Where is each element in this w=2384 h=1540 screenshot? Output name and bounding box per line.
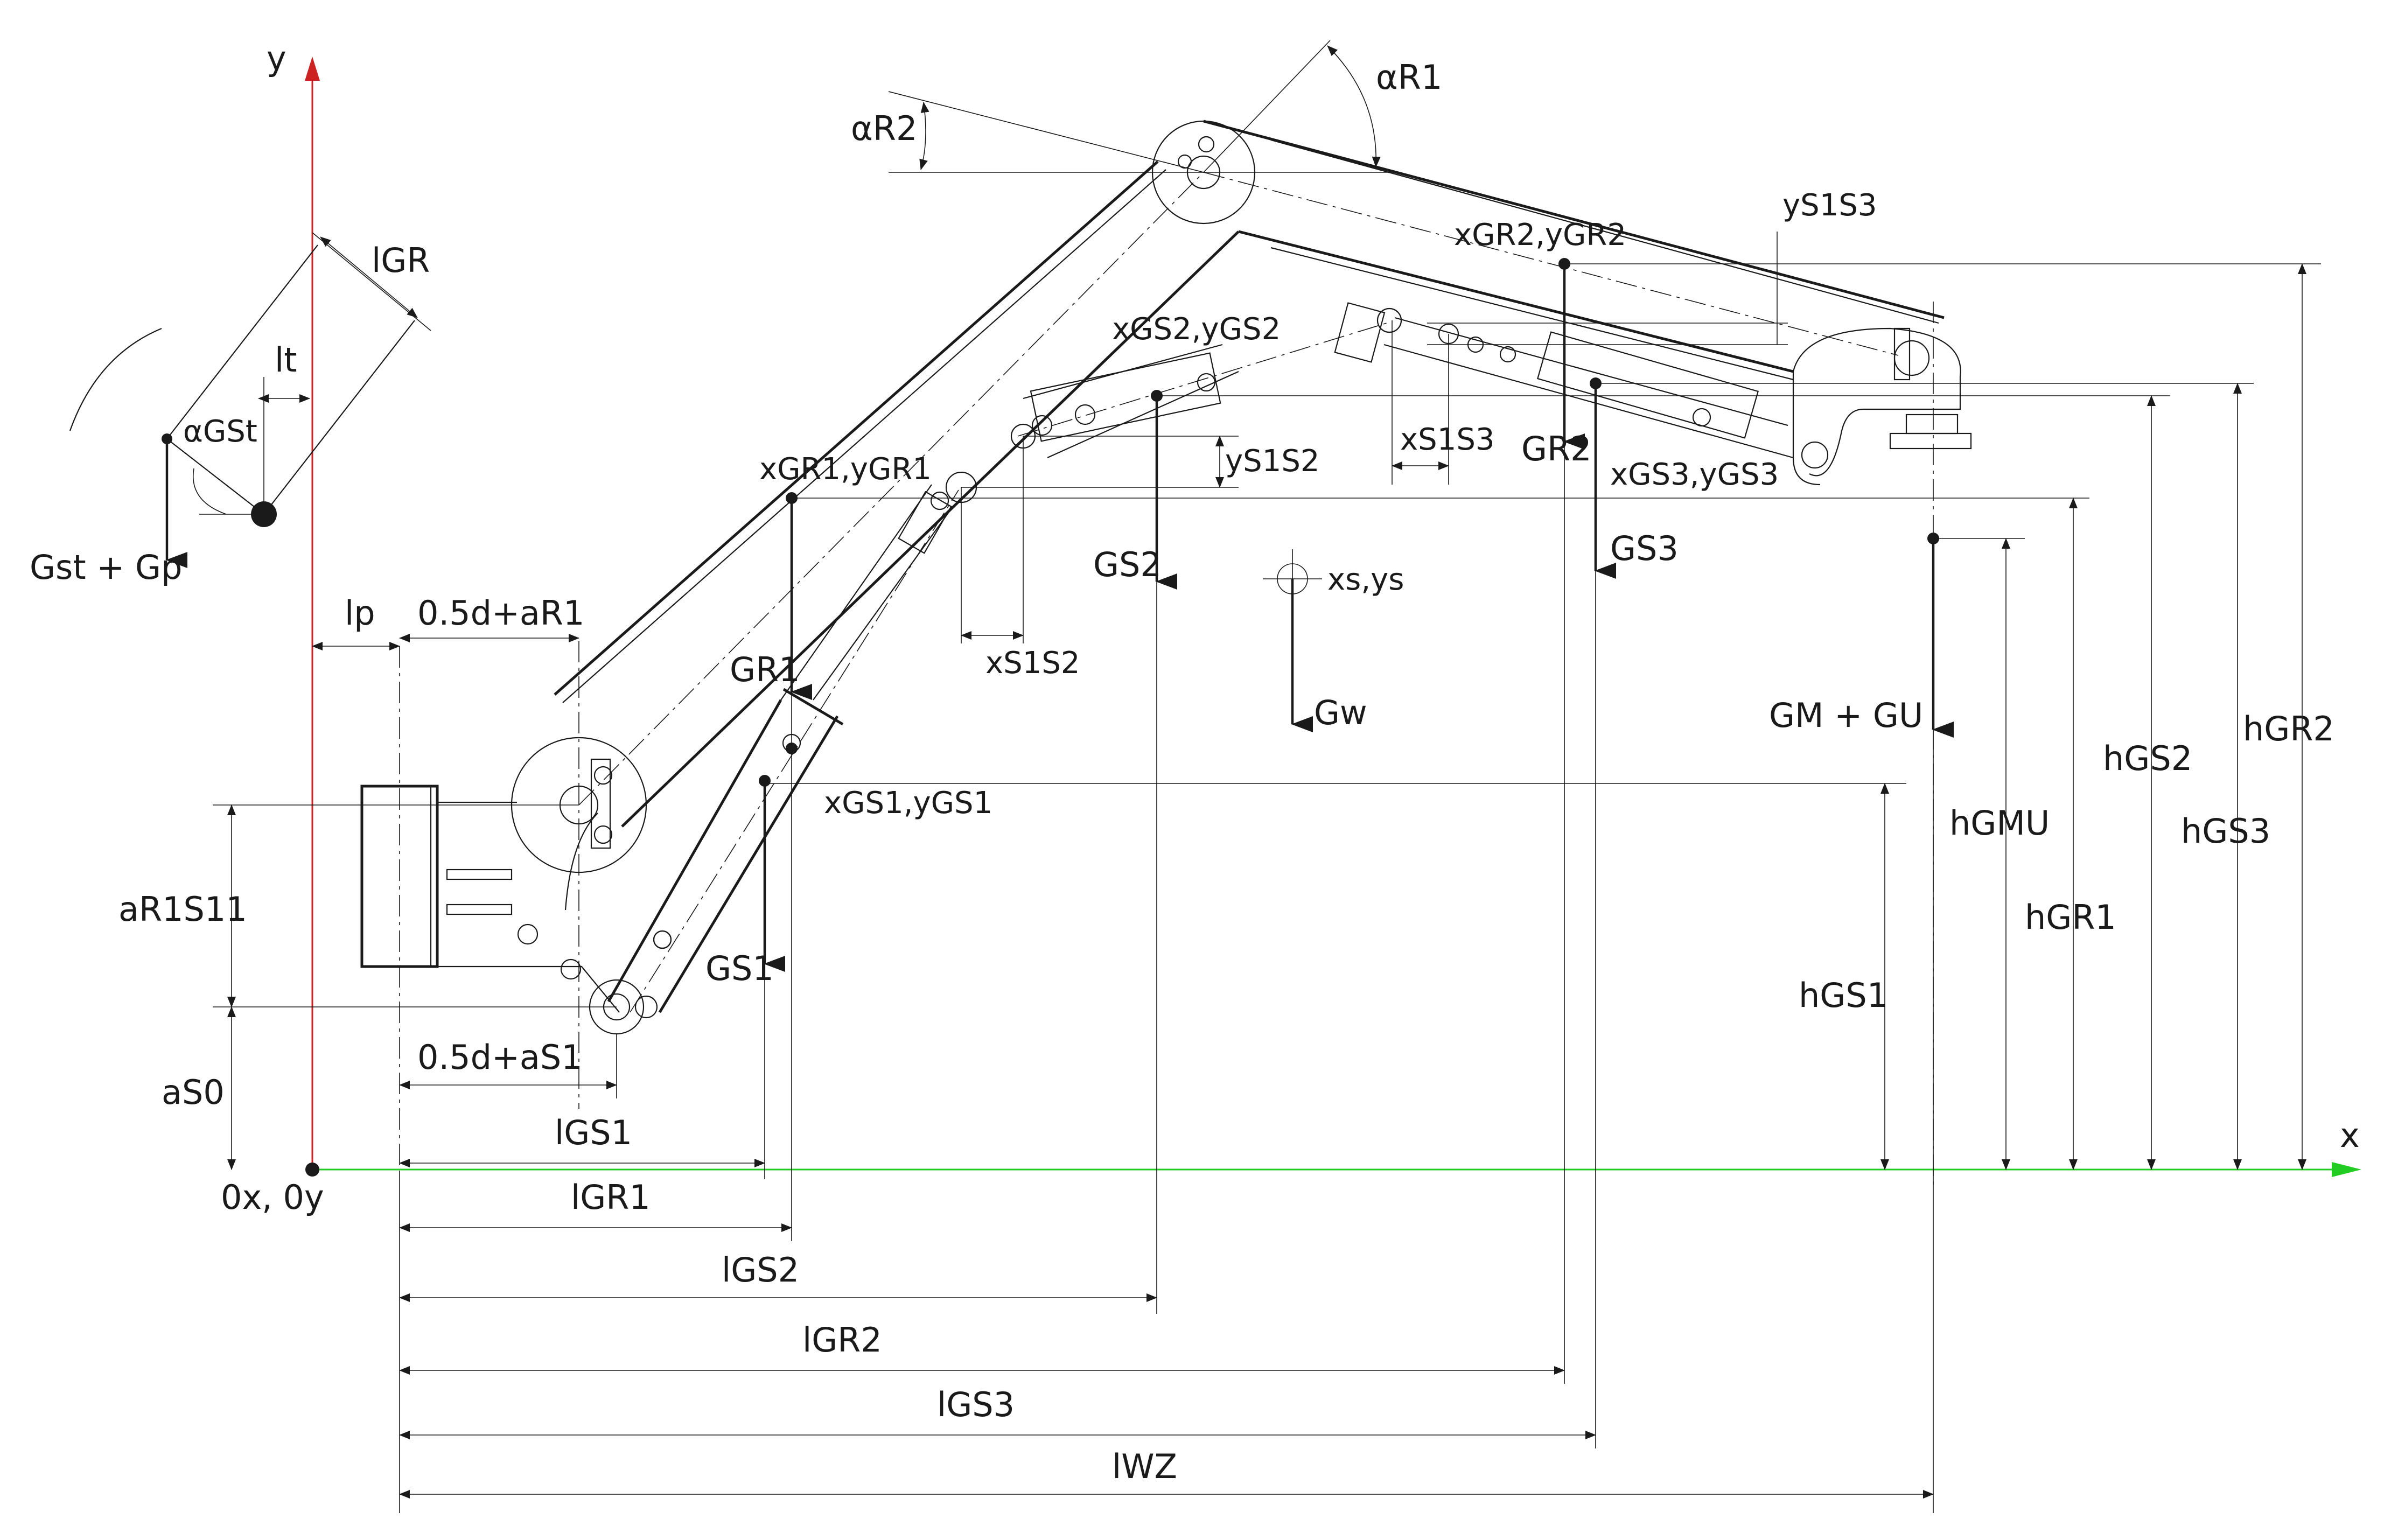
gripper-angle-label: αGSt <box>183 414 257 449</box>
dim-ar1s11-label: aR1S11 <box>118 890 247 929</box>
force-gs1-label: GS1 <box>705 949 774 988</box>
origin-label: 0x, 0y <box>221 1178 324 1217</box>
dim-half-d-as1-label: 0.5d+aS1 <box>417 1038 583 1077</box>
force-gr1-label: GR1 <box>730 650 800 689</box>
angle-marks: αR1 αR2 <box>851 40 1442 173</box>
point-gs1-label: xGS1,yGS1 <box>824 786 992 821</box>
dim-lp-label: lp <box>345 593 375 633</box>
force-gs2-label: GS2 <box>1093 545 1162 584</box>
point-s-label: xs,ys <box>1327 562 1404 597</box>
point-gr1-label: xGR1,yGR1 <box>759 452 932 487</box>
crane-structure <box>360 120 1972 1185</box>
dim-xs1s3-label: xS1S3 <box>1400 422 1495 457</box>
force-gw-label: Gw <box>1314 693 1367 732</box>
dim-hgs3-label: hGS3 <box>2181 811 2270 851</box>
dim-hgr1-label: hGR1 <box>2025 898 2116 937</box>
gripper-offset-label: lt <box>275 340 297 380</box>
dim-ys1s3-label: yS1S3 <box>1782 188 1877 223</box>
alpha-r1-label: αR1 <box>1376 58 1442 97</box>
x-axis-label: x <box>2340 1116 2360 1155</box>
dim-hgr2-label: hGR2 <box>2243 709 2334 748</box>
dim-hgmu-label: hGMU <box>1949 803 2050 843</box>
dim-hgs2-label: hGS2 <box>2103 739 2192 778</box>
gripper-detail: lGR lt αGSt Gst + Gp <box>30 232 431 587</box>
dim-lwz-label: lWZ <box>1112 1447 1177 1486</box>
height-dimensions: hGS1 hGMU hGR1 hGS2 hGS3 hGR2 <box>765 263 2334 1170</box>
alpha-r2-label: αR2 <box>851 109 917 148</box>
coordinate-axes: y x 0x, 0y <box>221 39 2361 1217</box>
dim-lgr2-label: lGR2 <box>802 1320 882 1360</box>
offset-dimensions: yS1S3 xS1S3 yS1S2 xS1S2 <box>961 188 1877 681</box>
y-axis-label: y <box>267 39 286 78</box>
dim-xs1s2-label: xS1S2 <box>985 646 1080 681</box>
length-dimensions: lGS1 lGR1 lGS2 lGR2 lGS3 lWZ <box>399 442 1934 1513</box>
left-dimensions: lp 0.5d+aR1 0.5d+aS1 aR1S11 aS0 <box>118 593 617 1170</box>
force-gmu-label: GM + GU <box>1769 696 1923 735</box>
dim-lgs3-label: lGS3 <box>937 1385 1015 1424</box>
dim-as0-label: aS0 <box>162 1073 225 1112</box>
gripper-length-label: lGR <box>372 241 430 280</box>
dim-lgr1-label: lGR1 <box>571 1178 651 1217</box>
dim-lgs1-label: lGS1 <box>555 1113 632 1152</box>
point-gr2-label: xGR2,yGR2 <box>1454 218 1626 253</box>
point-gs2-label: xGS2,yGS2 <box>1112 312 1281 347</box>
dim-hgs1-label: hGS1 <box>1799 976 1888 1015</box>
dim-ys1s2-label: yS1S2 <box>1225 444 1320 479</box>
dim-lgs2-label: lGS2 <box>722 1250 799 1290</box>
forces: xGR2,yGR2 GR2 xGS2,yGS2 GS2 xGS3,yGS3 GS… <box>705 218 1954 988</box>
x-axis-arrowhead <box>2332 1162 2361 1177</box>
origin-point <box>305 1163 319 1177</box>
gripper-load-label: Gst + Gp <box>30 548 182 587</box>
point-gs3-label: xGS3,yGS3 <box>1610 457 1779 492</box>
dim-half-d-ar1-label: 0.5d+aR1 <box>417 593 584 633</box>
force-gr2-label: GR2 <box>1521 429 1592 468</box>
y-axis-arrowhead <box>305 57 320 81</box>
force-gs3-label: GS3 <box>1610 529 1679 568</box>
